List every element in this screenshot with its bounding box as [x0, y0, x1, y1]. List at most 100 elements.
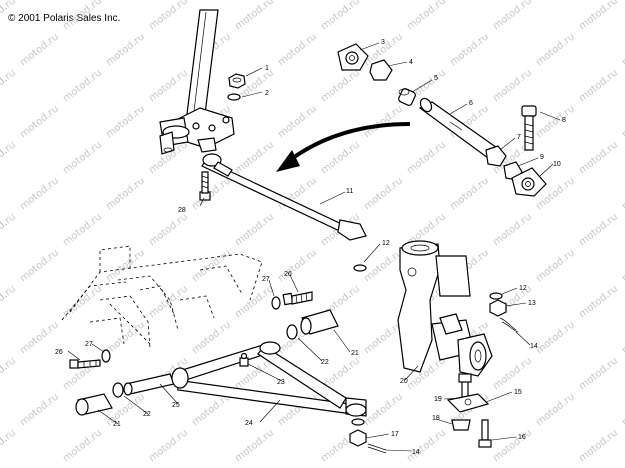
- watermark-text: motod.ru: [577, 283, 620, 320]
- callout-28: 28: [178, 207, 186, 214]
- watermark-text: motod.ru: [0, 0, 18, 32]
- watermark-text: motod.ru: [362, 391, 405, 428]
- bushing-5: [398, 88, 416, 106]
- bushing-21-upper: [300, 309, 339, 335]
- watermark-text: motod.ru: [319, 0, 362, 32]
- steering-post: [159, 9, 235, 155]
- watermark-text: motod.ru: [104, 103, 147, 140]
- callout-21-lower: 21: [113, 421, 121, 428]
- callout-20: 20: [400, 378, 408, 385]
- watermark-text: motod.ru: [491, 427, 534, 464]
- pivot-tube-25: [123, 373, 175, 396]
- callout-26-lower: 26: [55, 349, 63, 356]
- bolt-26-upper: [282, 291, 313, 306]
- watermark-text: motod.ru: [18, 31, 61, 68]
- watermark-text: motod.ru: [620, 175, 625, 212]
- washer-27-upper: [271, 296, 281, 310]
- adjuster-sleeve-6: [418, 97, 502, 159]
- watermark-text: motod.ru: [405, 427, 448, 464]
- watermark-text: motod.ru: [190, 319, 233, 356]
- callout-13: 13: [528, 300, 536, 307]
- watermark-text: motod.ru: [620, 391, 625, 428]
- callout-17: 17: [391, 431, 399, 438]
- watermark-text: motod.ru: [577, 211, 620, 248]
- watermark-text: motod.ru: [577, 427, 620, 464]
- callout-19: 19: [434, 396, 442, 403]
- watermark-text: motod.ru: [233, 427, 276, 464]
- nut-16: [478, 419, 492, 448]
- watermark-text: motod.ru: [405, 0, 448, 32]
- watermark-text: motod.ru: [577, 139, 620, 176]
- watermark-text: motod.ru: [276, 103, 319, 140]
- washer-2: [227, 93, 241, 101]
- callout-26-upper: 26: [284, 271, 292, 278]
- watermark-text: motod.ru: [233, 283, 276, 320]
- watermark-text: motod.ru: [0, 283, 18, 320]
- callout-15: 15: [514, 389, 522, 396]
- jam-nut-4: [369, 59, 393, 81]
- watermark-text: motod.ru: [276, 247, 319, 284]
- callout-10: 10: [553, 161, 561, 168]
- watermark-text: motod.ru: [620, 319, 625, 356]
- watermark-text: motod.ru: [534, 247, 577, 284]
- watermark-text: motod.ru: [18, 247, 61, 284]
- watermark-text: motod.ru: [319, 67, 362, 104]
- callout-11: 11: [346, 188, 353, 195]
- watermark-text: motod.ru: [61, 211, 104, 248]
- callout-14-lower: 14: [412, 449, 420, 456]
- watermark-text: motod.ru: [577, 355, 620, 392]
- watermark-text: motod.ru: [61, 139, 104, 176]
- watermark-text: motod.ru: [190, 247, 233, 284]
- watermark-text: motod.ru: [147, 0, 190, 32]
- watermark-text: motod.ru: [362, 103, 405, 140]
- watermark-text: motod.ru: [147, 283, 190, 320]
- watermark-text: motod.ru: [491, 211, 534, 248]
- bolt-28: [199, 171, 211, 201]
- watermark-text: motod.ru: [491, 0, 534, 32]
- watermark-text: motod.ru: [577, 0, 620, 32]
- callout-9: 9: [540, 154, 544, 161]
- watermark-text: motod.ru: [491, 355, 534, 392]
- callout-24: 24: [245, 420, 253, 427]
- callout-27-lower: 27: [85, 341, 93, 348]
- watermark-text: motod.ru: [319, 139, 362, 176]
- watermark-text: motod.ru: [18, 103, 61, 140]
- tie-rod-11: [201, 153, 367, 241]
- callout-18: 18: [432, 415, 440, 422]
- bolt-26-lower: [69, 359, 101, 369]
- callout-27-upper: 27: [262, 276, 270, 283]
- nut-13: [489, 299, 507, 317]
- watermark-text: motod.ru: [534, 103, 577, 140]
- callout-25: 25: [172, 402, 180, 409]
- watermark-text: motod.ru: [233, 0, 276, 32]
- callout-16: 16: [518, 434, 526, 441]
- watermark-text: motod.ru: [362, 247, 405, 284]
- bolt-8: [521, 105, 537, 151]
- frame-outline: [61, 245, 263, 349]
- washer-27-lower: [101, 349, 111, 363]
- watermark-text: motod.ru: [276, 31, 319, 68]
- watermark-text: motod.ru: [620, 247, 625, 284]
- a-arm-24: [171, 341, 367, 426]
- watermark-text: motod.ru: [0, 67, 18, 104]
- leader-lines: [67, 42, 561, 452]
- callout-7: 7: [517, 134, 521, 141]
- grease-fitting-23: [239, 352, 249, 367]
- callout-12-upper: 12: [382, 240, 390, 247]
- cotter-pin-14-right: [499, 317, 519, 333]
- bushing-21-lower: [75, 393, 113, 416]
- jam-nut-7: [485, 145, 507, 167]
- callout-1: 1: [265, 65, 269, 72]
- watermark-text: motod.ru: [362, 175, 405, 212]
- copyright-notice: © 2001 Polaris Sales Inc.: [8, 13, 121, 24]
- washer-12-upper: [353, 264, 367, 272]
- tie-rod-end-3: [337, 43, 369, 71]
- watermark-text: motod.ru: [18, 175, 61, 212]
- watermark-text: motod.ru: [190, 175, 233, 212]
- callout-labels: 1 2 3 4 5 6 7 8 9 10 11 12 12 13 14 14 1…: [55, 39, 566, 456]
- watermark-text: motod.ru: [18, 391, 61, 428]
- washer-12-right: [489, 292, 503, 300]
